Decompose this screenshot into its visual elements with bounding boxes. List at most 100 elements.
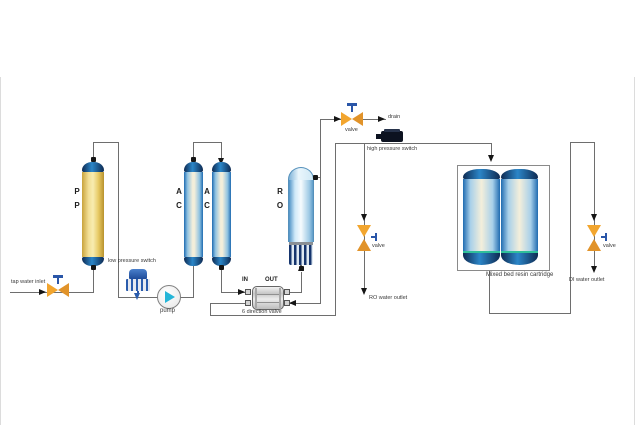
mixed-bed-cylinder-ring: [501, 251, 538, 253]
high-pressure-switch-icon: [384, 129, 400, 132]
flow-arrow: [334, 116, 341, 122]
valve-handle-icon: [601, 236, 605, 238]
drain-valve-icon: [341, 112, 363, 126]
ac-column-body: [212, 172, 231, 257]
flow-arrow: [591, 266, 597, 273]
pipe-drain-rise: [320, 119, 321, 303]
pipe-hp-line: [335, 143, 492, 144]
column-cap: [463, 169, 500, 179]
ac2-bottom-port: [219, 265, 224, 270]
pp-column-label: P P: [74, 187, 80, 210]
pipe-pp-bottom-v: [93, 270, 94, 292]
ac2-column-label: A C: [204, 187, 210, 210]
pipe-drain-b: [362, 119, 386, 120]
ac1-top-port: [191, 157, 196, 162]
pipe-di-down: [594, 142, 595, 268]
ro-outlet-valve-icon: [357, 225, 371, 251]
ro-column-label: R O: [276, 187, 284, 210]
di-water-outlet-label: DI water outlet: [569, 277, 605, 283]
pipe-pp-top-v: [93, 142, 94, 159]
ro-bottom-port: [299, 266, 304, 271]
valve-handle-icon: [371, 236, 375, 238]
pp-bottom-port: [91, 265, 96, 270]
low-pressure-switch-arrow: [134, 293, 140, 300]
flow-arrow: [361, 288, 367, 295]
frame-left: [0, 77, 1, 425]
ro-membrane-column: [288, 167, 314, 265]
valve-handle-icon: [57, 277, 59, 284]
ro-side-port: [313, 175, 318, 180]
low-pressure-switch-label: low pressure switch: [108, 258, 156, 264]
low-pressure-switch-icon: [126, 279, 150, 291]
flow-arrow: [39, 289, 46, 295]
tap-inlet-valve-icon: [47, 283, 69, 297]
column-cap: [82, 257, 104, 266]
flow-arrow: [378, 116, 385, 122]
ac-filter-column-1: [184, 162, 203, 266]
low-pressure-switch-icon: [129, 269, 147, 279]
ro-water-outlet-label: RO water outlet: [369, 295, 408, 301]
valve-port: [245, 300, 251, 306]
pipe-pump-ac1: [179, 297, 194, 298]
valve-port: [284, 300, 290, 306]
column-cap: [212, 257, 231, 266]
mixed-bed-cylinder-1: [463, 169, 500, 265]
valve-handle-icon: [605, 233, 607, 241]
valve-port: [284, 289, 290, 295]
ac-column-body: [184, 172, 203, 257]
pipe-loop2: [210, 303, 211, 315]
column-cap: [212, 162, 231, 172]
column-cap: [501, 253, 538, 265]
mixed-bed-cylinder-body: [463, 179, 500, 251]
drain-valve-label: valve: [345, 127, 358, 133]
pipe-under-loop: [210, 315, 336, 316]
low-pressure-switch-stem: [137, 291, 139, 294]
pipe-ac2-valve: [221, 292, 246, 293]
valve-handle-icon: [375, 233, 377, 241]
six-direction-valve-label: 6 direction valve: [242, 309, 282, 315]
high-pressure-switch-icon: [376, 134, 381, 139]
pump-label: pump: [160, 308, 176, 314]
column-cap: [184, 162, 203, 172]
ac-filter-column-2: [212, 162, 231, 266]
pipe-out-ro: [289, 292, 302, 293]
pipe-mb-bottom: [489, 313, 571, 314]
ac1-column-label: A C: [176, 187, 182, 210]
pipe-port-bl: [210, 303, 246, 304]
high-pressure-switch-label: high pressure switch: [367, 146, 418, 152]
ro-outlet-valve-label: valve: [372, 243, 385, 249]
pump-icon: [157, 285, 181, 309]
pipe-mb-in-v: [491, 143, 492, 158]
pipe-concentrate: [289, 303, 321, 304]
out-port-label: OUT: [265, 277, 278, 283]
high-pressure-switch-icon: [381, 131, 403, 142]
drain-label: drain: [388, 114, 401, 120]
pipe-riser: [335, 143, 336, 315]
mixed-bed-cylinder-2: [501, 169, 538, 265]
pp-column-body: [82, 172, 104, 257]
pipe-di-top: [570, 142, 595, 143]
pipe-ac2-bottom-v: [221, 270, 222, 292]
pipe-drain-a: [320, 119, 343, 120]
valve-handle-icon: [351, 106, 353, 112]
pipe-di-rise: [570, 142, 571, 313]
valve-port: [245, 289, 251, 295]
mixed-bed-cylinder-ring: [463, 251, 500, 253]
mixed-bed-cylinder-body: [501, 179, 538, 251]
pipe-pp-top: [93, 142, 119, 143]
valve-handle-icon: [53, 275, 63, 278]
di-outlet-valve-icon: [587, 225, 601, 251]
column-cap: [501, 169, 538, 179]
pipe-ac1-top-v: [193, 142, 194, 159]
pipe-ro-in-v: [301, 272, 302, 292]
flow-arrow: [591, 214, 597, 221]
column-cap: [82, 162, 104, 172]
pipe-ac2-top-v: [221, 142, 222, 160]
six-direction-valve-icon: [252, 286, 284, 310]
pipe-ac1-bottom-v: [193, 264, 194, 297]
mixed-bed-cartridge-label: Mixed bed resin cartridge: [486, 272, 554, 278]
in-port-label: IN: [242, 277, 248, 283]
frame-right: [634, 77, 635, 425]
column-cap: [184, 257, 203, 266]
